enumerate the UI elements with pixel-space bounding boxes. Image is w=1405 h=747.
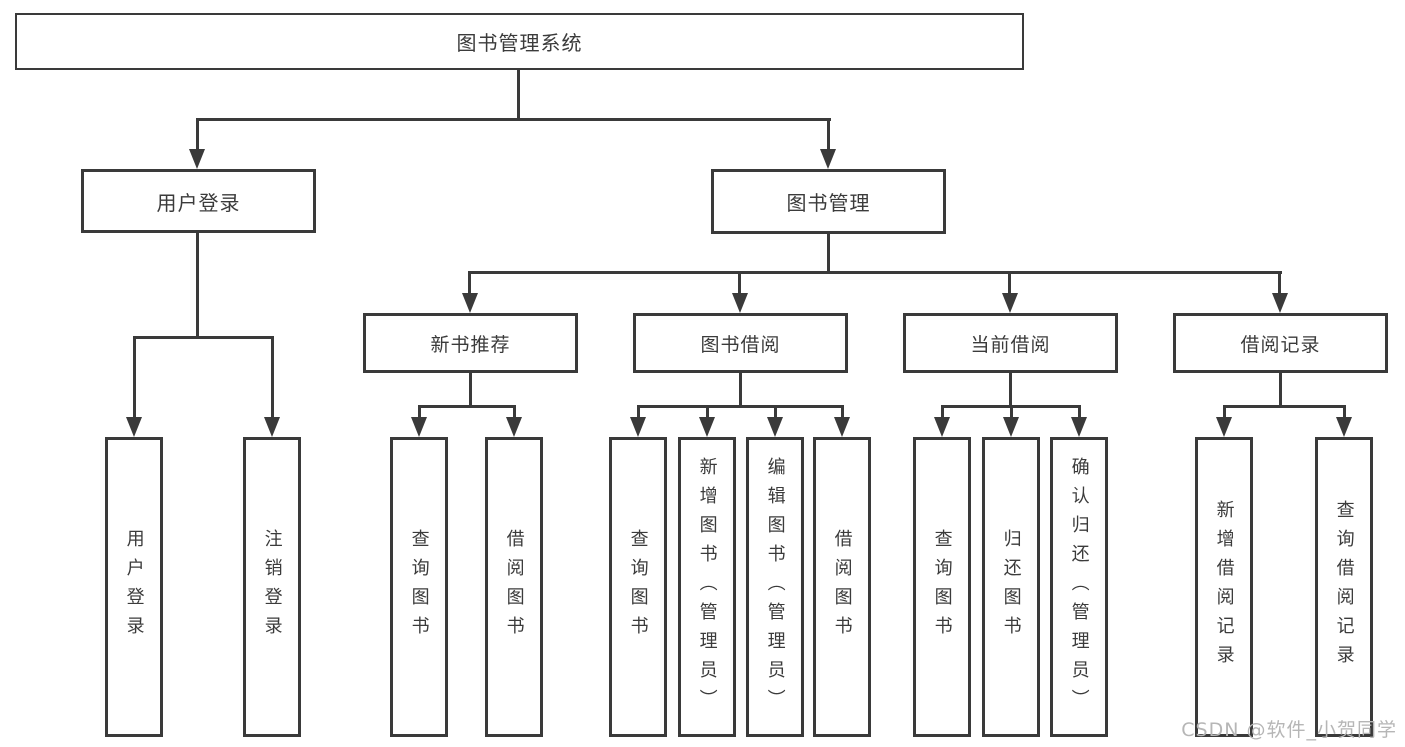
node-leaf-query-books-recommend: 查询图书 [390,437,448,737]
connector-arrowhead [506,417,522,437]
node-current-borrowing: 当前借阅 [903,313,1118,373]
node-book-management: 图书管理 [711,169,946,234]
node-leaf-return-books: 归还图书 [982,437,1040,737]
connector-line [1009,373,1012,408]
node-label: 查询图书 [408,529,430,645]
node-label: 新增图书（管理员） [696,456,718,718]
connector-line [1278,271,1281,305]
node-label: 图书管理 [786,191,871,215]
connector-line [1008,271,1011,305]
node-label: 借阅图书 [831,529,853,645]
connector-arrowhead [411,417,427,437]
connector-line [196,233,199,339]
connector-line [468,271,471,305]
node-book-borrowing: 图书借阅 [633,313,848,373]
connector-arrowhead [767,417,783,437]
connector-line [196,118,831,121]
connector-line [469,373,472,408]
node-label: 用户登录 [156,190,241,215]
connector-line [133,336,136,429]
connector-line [133,336,274,339]
connector-arrowhead [189,149,205,169]
connector-line [1223,405,1346,408]
node-label: 借阅记录 [1240,333,1321,356]
connector-arrowhead [699,417,715,437]
connector-arrowhead [264,417,280,437]
connector-line [196,118,199,161]
connector-arrowhead [1216,417,1232,437]
node-leaf-query-books-current: 查询图书 [913,437,971,737]
watermark: CSDN @软件_小贺同学 [1181,719,1397,741]
connector-arrowhead [1272,293,1288,313]
node-label: 用户登录 [123,529,145,645]
connector-arrowhead [630,417,646,437]
connector-arrowhead [732,293,748,313]
connector-line [739,373,742,408]
connector-arrowhead [1071,417,1087,437]
node-label: 当前借阅 [970,333,1051,356]
node-leaf-borrow-books-recommend: 借阅图书 [485,437,543,737]
node-label: 查询借阅记录 [1333,500,1355,674]
node-label: 借阅图书 [503,529,525,645]
node-leaf-edit-books-admin: 编辑图书（管理员） [746,437,804,737]
connector-line [468,271,1282,274]
node-label: 注销登录 [261,529,283,645]
node-leaf-query-borrow-record: 查询借阅记录 [1315,437,1373,737]
connector-arrowhead [934,417,950,437]
node-label: 查询图书 [931,529,953,645]
node-library-management-system: 图书管理系统 [15,13,1024,70]
node-leaf-borrow-books: 借阅图书 [813,437,871,737]
node-leaf-add-borrow-record: 新增借阅记录 [1195,437,1253,737]
node-label: 图书管理系统 [456,31,583,55]
node-new-book-recommendation: 新书推荐 [363,313,578,373]
connector-arrowhead [462,293,478,313]
connector-line [418,405,516,408]
connector-arrowhead [126,417,142,437]
node-leaf-add-books-admin: 新增图书（管理员） [678,437,736,737]
connector-line [738,271,741,305]
connector-line [827,234,830,274]
node-leaf-query-books-borrowing: 查询图书 [609,437,667,737]
connector-arrowhead [834,417,850,437]
node-user-login: 用户登录 [81,169,316,233]
connector-line [637,405,844,408]
connector-line [1279,373,1282,408]
node-label: 确认归还（管理员） [1068,456,1090,718]
connector-arrowhead [1002,293,1018,313]
connector-line [517,70,520,121]
connector-line [827,118,830,161]
node-label: 新增借阅记录 [1213,500,1235,674]
connector-line [271,336,274,429]
node-label: 归还图书 [1000,529,1022,645]
node-label: 编辑图书（管理员） [764,456,786,718]
node-leaf-confirm-return-admin: 确认归还（管理员） [1050,437,1108,737]
node-borrowing-records: 借阅记录 [1173,313,1388,373]
node-leaf-logout: 注销登录 [243,437,301,737]
connector-arrowhead [820,149,836,169]
node-label: 查询图书 [627,529,649,645]
node-label: 图书借阅 [700,333,781,356]
node-label: 新书推荐 [430,333,511,356]
node-leaf-user-login: 用户登录 [105,437,163,737]
connector-arrowhead [1003,417,1019,437]
connector-arrowhead [1336,417,1352,437]
